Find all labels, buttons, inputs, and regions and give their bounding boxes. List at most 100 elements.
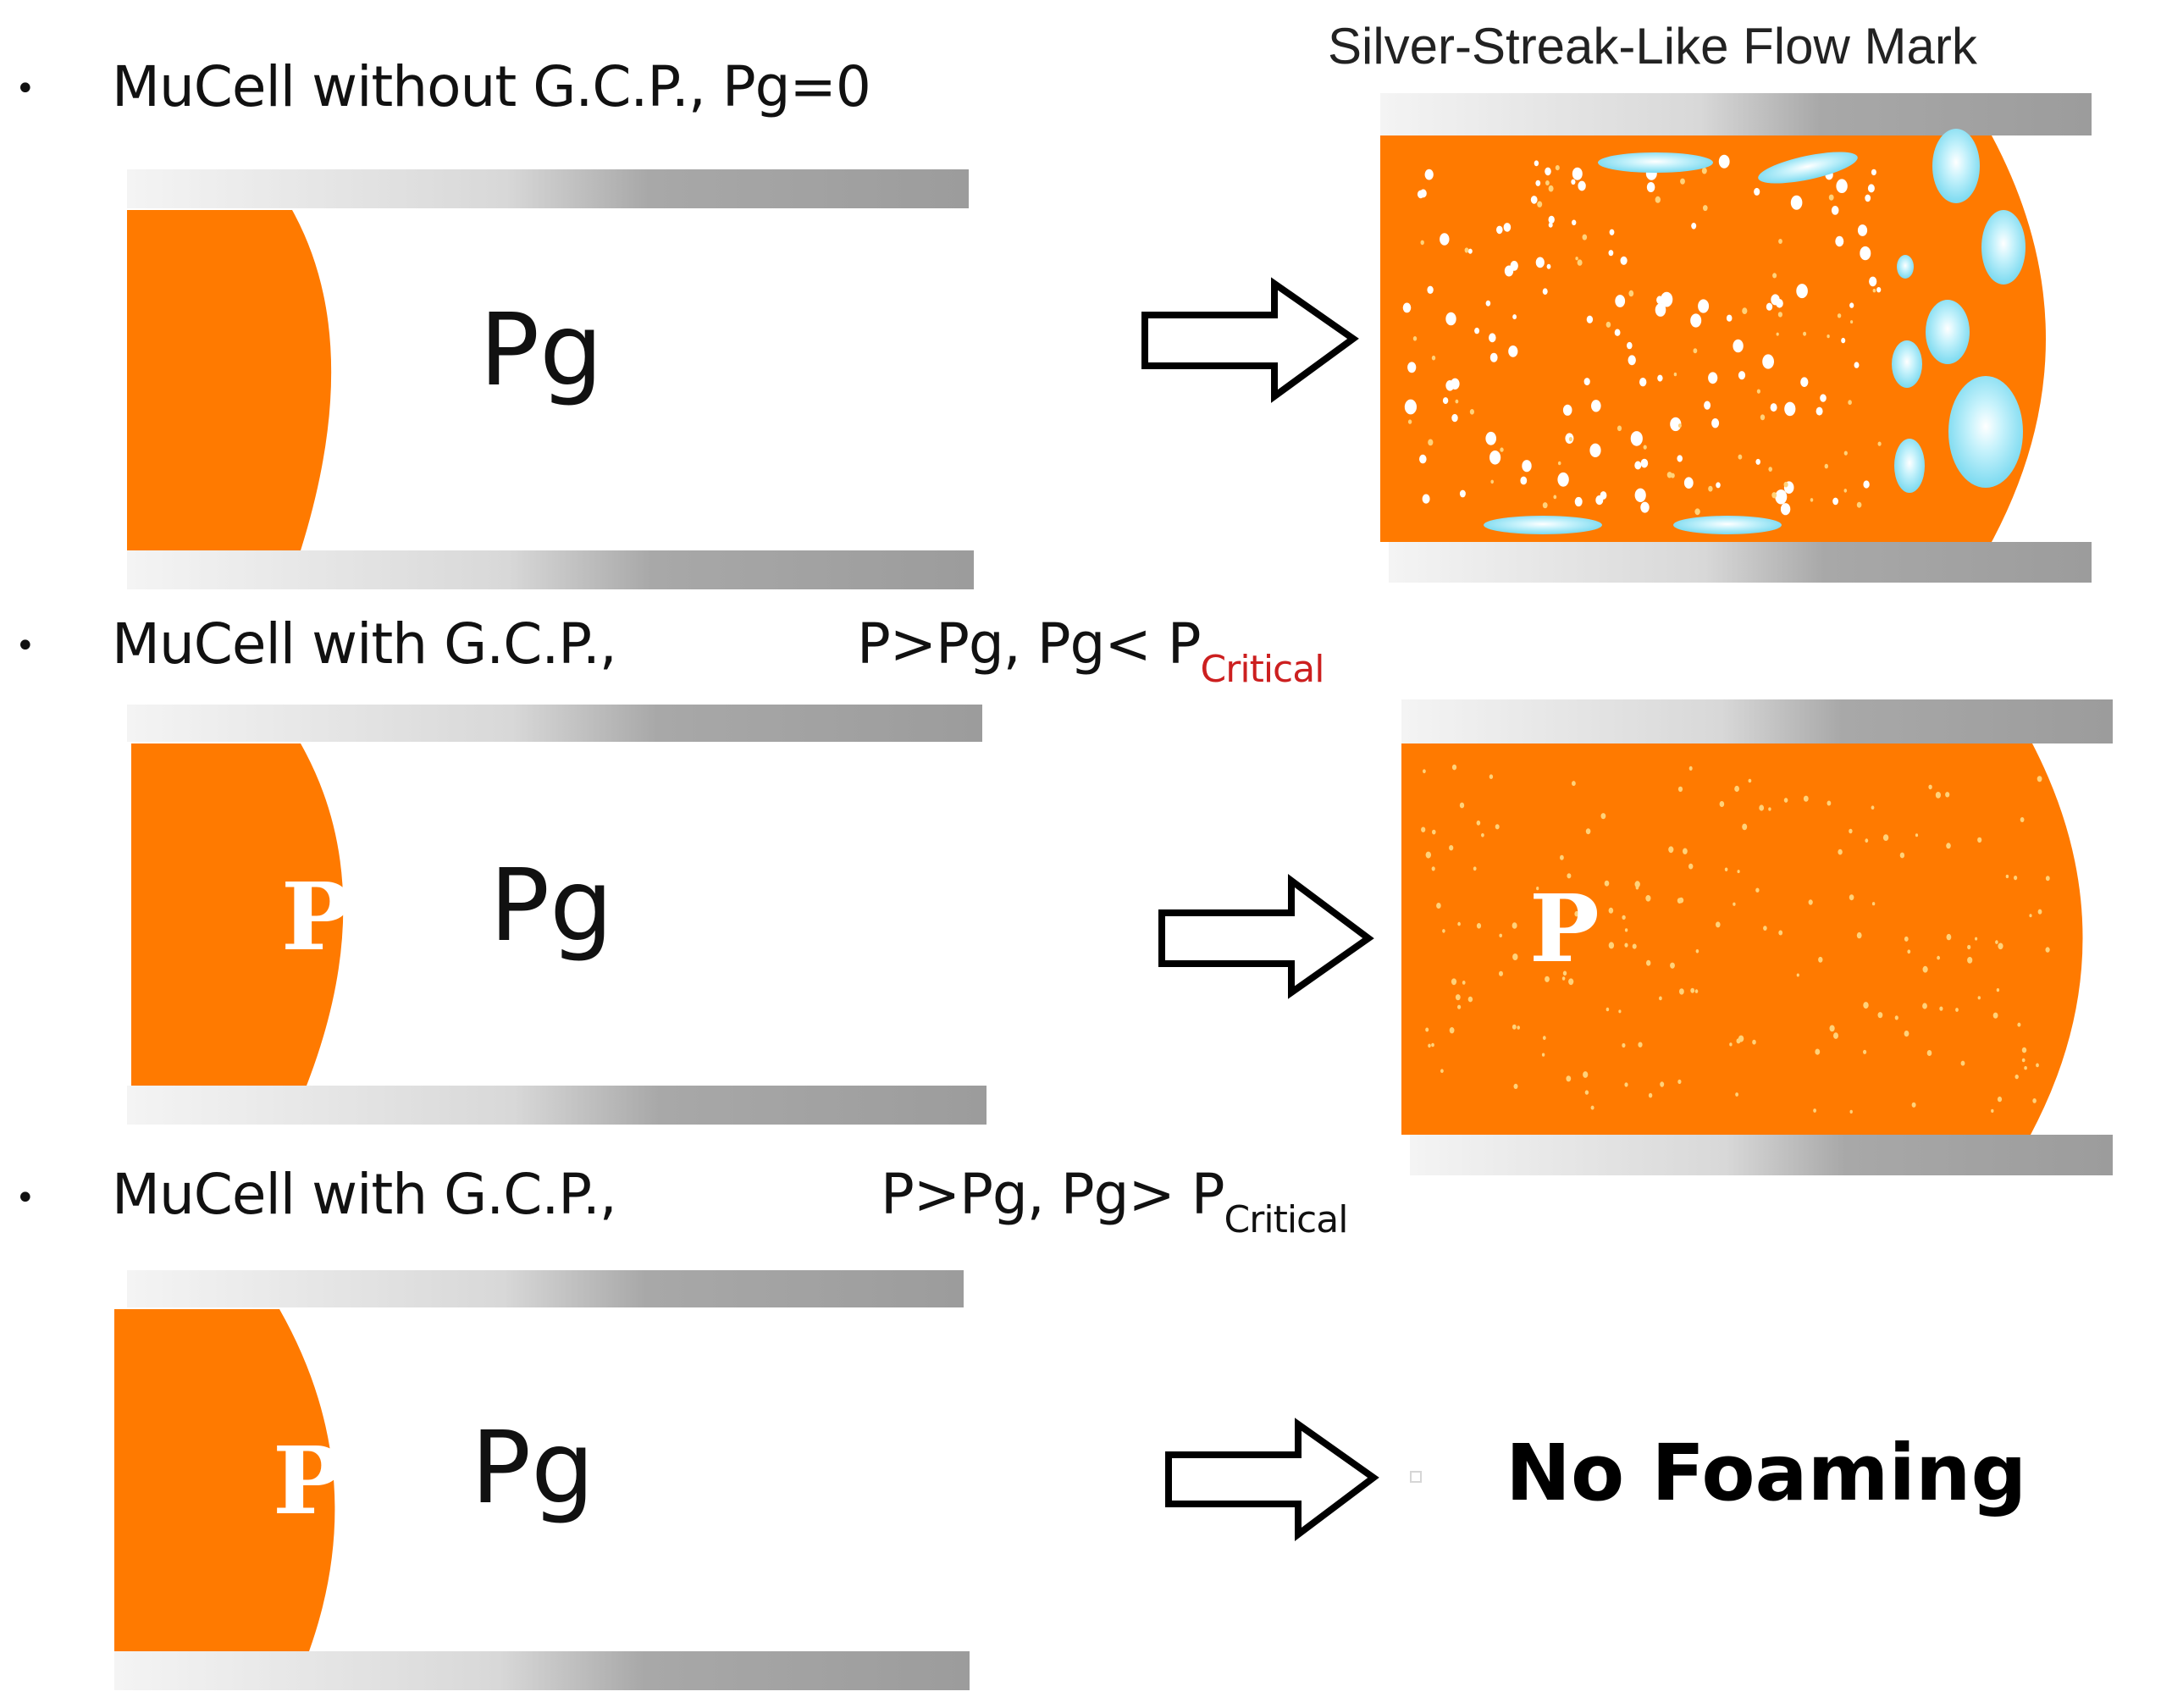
melt-front	[127, 210, 332, 550]
micro-bubble	[1500, 447, 1504, 452]
micro-bubble	[1810, 498, 1814, 502]
micro-bubble	[1485, 431, 1496, 445]
micro-bubble	[1634, 488, 1646, 502]
condition-text: P>Pg, Pg> P	[881, 1162, 1225, 1227]
micro-bubble	[2032, 1098, 2037, 1103]
micro-bubble	[1548, 222, 1553, 228]
micro-bubble	[1542, 502, 1548, 509]
micro-bubble	[1680, 178, 1685, 185]
micro-bubble	[1695, 949, 1699, 953]
micro-bubble	[1926, 1050, 1932, 1056]
mold-wall-top	[1401, 699, 2113, 743]
micro-bubble	[1865, 194, 1871, 202]
micro-bubble	[1708, 485, 1713, 492]
micro-bubble	[1546, 263, 1551, 269]
micro-bubble	[1508, 345, 1518, 357]
micro-bubble	[1427, 285, 1434, 294]
micro-bubble	[1738, 454, 1743, 460]
micro-bubble	[1790, 195, 1803, 210]
micro-bubble	[1451, 413, 1458, 423]
micro-bubble	[1691, 223, 1697, 229]
micro-bubble	[1512, 1024, 1517, 1030]
micro-bubble	[1609, 229, 1615, 235]
micro-bubble	[1860, 246, 1871, 261]
flow-mark-note: Silver-Streak-Like Flow Mark	[1328, 18, 1977, 75]
micro-bubble	[1771, 492, 1777, 499]
micro-bubble	[1734, 785, 1740, 793]
micro-bubble	[1615, 295, 1626, 307]
micro-bubble	[1545, 976, 1550, 982]
micro-bubble	[1967, 944, 1971, 950]
micro-bubble	[1628, 355, 1636, 366]
micro-bubble	[1553, 495, 1557, 500]
micro-bubble	[1850, 320, 1854, 324]
micro-bubble	[1591, 400, 1601, 412]
micro-bubble	[1534, 160, 1539, 167]
bullet: •	[15, 627, 36, 666]
micro-bubble	[1604, 880, 1610, 887]
micro-bubble	[1899, 852, 1905, 859]
micro-bubble	[1606, 1007, 1610, 1012]
micro-bubble	[1803, 331, 1807, 336]
micro-bubble	[1457, 1004, 1462, 1009]
micro-bubble	[1759, 804, 1765, 811]
micro-bubble	[1575, 257, 1578, 261]
micro-bubble	[1562, 404, 1572, 416]
micro-bubble	[1688, 766, 1693, 771]
micro-bubble	[1474, 327, 1480, 334]
micro-bubble	[1778, 930, 1783, 936]
micro-bubble	[1467, 996, 1473, 1003]
micro-bubble	[1683, 848, 1688, 854]
micro-bubble	[1517, 1025, 1520, 1030]
micro-bubble	[1646, 182, 1655, 192]
micro-bubble	[1407, 419, 1412, 424]
row-2-label: MuCell with G.C.P.,	[112, 611, 617, 677]
micro-bubble	[1661, 291, 1673, 307]
micro-bubble	[1422, 494, 1430, 504]
micro-bubble	[1624, 928, 1628, 932]
micro-bubble	[1459, 802, 1465, 809]
micro-bubble	[1544, 925, 1549, 931]
bullet: •	[15, 1179, 36, 1218]
micro-bubble	[1780, 503, 1791, 516]
micro-bubble	[1459, 489, 1466, 498]
micro-bubble	[1590, 1105, 1594, 1110]
micro-bubble	[1659, 996, 1662, 1001]
micro-bubble	[1606, 321, 1611, 328]
micro-bubble	[1545, 180, 1550, 185]
micro-bubble	[2005, 874, 2009, 879]
micro-bubble	[1670, 417, 1682, 432]
micro-bubble	[1937, 955, 1941, 960]
micro-bubble	[1946, 933, 1952, 941]
micro-bubble	[1536, 887, 1539, 891]
micro-bubble	[1735, 1092, 1739, 1097]
micro-bubble	[1701, 167, 1707, 174]
micro-bubble	[1574, 496, 1583, 507]
micro-bubble	[1778, 239, 1782, 244]
micro-bubble	[1489, 333, 1496, 343]
micro-bubble	[1666, 472, 1672, 478]
micro-bubble	[1698, 299, 1710, 313]
mold-wall-bottom	[127, 1086, 987, 1125]
micro-bubble	[1716, 921, 1721, 928]
micro-bubble	[2036, 1063, 2039, 1068]
micro-bubble	[1560, 854, 1564, 860]
mold-wall-top	[127, 705, 982, 742]
micro-bubble	[1729, 1042, 1733, 1047]
micro-bubble	[1571, 179, 1576, 185]
micro-bubble	[1771, 294, 1780, 306]
micro-bubble	[1440, 233, 1450, 246]
bubble	[1948, 376, 2023, 488]
micro-bubble	[1915, 833, 1919, 837]
micro-bubble	[2020, 817, 2025, 822]
micro-bubble	[1998, 942, 2003, 950]
melt-front	[114, 1309, 335, 1651]
micro-bubble	[1813, 1108, 1817, 1113]
micro-bubble	[1831, 206, 1839, 215]
micro-bubble	[1677, 898, 1683, 904]
micro-bubble	[1877, 441, 1882, 446]
micro-bubble	[1960, 1060, 1965, 1066]
micro-bubble	[1690, 313, 1702, 328]
micro-bubble	[1694, 989, 1699, 993]
